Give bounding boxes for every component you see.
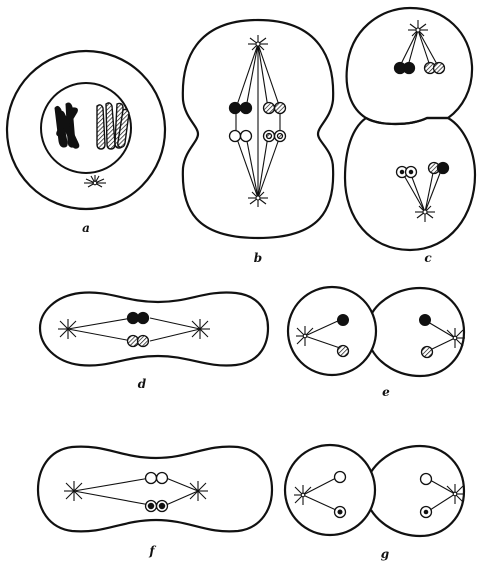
aster-right: [428, 322, 465, 350]
chromosomes-top: [395, 63, 445, 74]
panel-label-g: g: [381, 547, 389, 561]
chromosomes-bottom: [397, 163, 449, 178]
panel-label-b: b: [254, 251, 262, 265]
spindle-fibers: [236, 44, 280, 198]
chromosome-hatched: [422, 347, 433, 358]
black-chromosomes: [55, 103, 79, 148]
chromosome-black: [338, 315, 349, 326]
chromosome-hatched: [338, 346, 349, 357]
chromosomes: [146, 473, 168, 512]
hatched-chromosomes: [97, 103, 129, 149]
centrosome-aster: [84, 175, 106, 187]
aster-right: [190, 481, 208, 501]
aster-left: [294, 478, 336, 510]
panel-c: c: [345, 8, 475, 265]
panel-label-a: a: [82, 221, 90, 235]
daughter-cell-bottom: [345, 118, 475, 250]
chromosome-open: [421, 474, 432, 485]
panel-f: f: [38, 447, 272, 558]
panel-g: g: [285, 445, 465, 561]
aster-left: [64, 481, 82, 501]
chromosome-dotted: [335, 507, 346, 518]
panel-label-f: f: [148, 544, 156, 558]
panel-d: d: [40, 293, 268, 391]
aster-left: [296, 320, 340, 348]
panel-label-e: e: [382, 385, 390, 399]
panel-a: a: [7, 51, 165, 235]
chromosome-dotted: [421, 507, 432, 518]
spindle: [74, 478, 198, 505]
chromosome-black: [420, 315, 431, 326]
panel-e: e: [288, 287, 465, 399]
spindle-top: [400, 20, 438, 66]
aster-right: [430, 480, 465, 510]
panel-label-c: c: [424, 251, 432, 265]
panel-label-d: d: [138, 377, 147, 391]
daughter-cell-right: [372, 288, 464, 376]
daughter-cell-left: [288, 287, 376, 375]
chromosome-open: [335, 472, 346, 483]
cell-membrane: [38, 447, 272, 532]
panel-b: b: [183, 20, 333, 265]
cell-membrane: [7, 51, 165, 209]
